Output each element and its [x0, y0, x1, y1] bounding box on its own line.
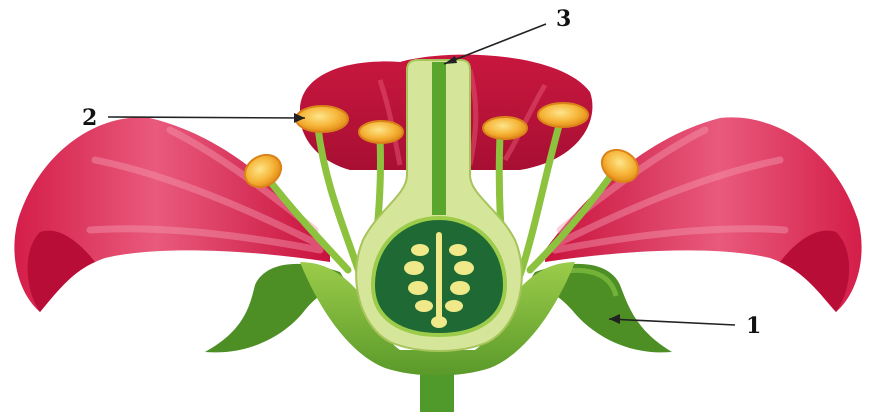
label-1: 1	[746, 313, 761, 339]
style-canal	[432, 62, 446, 215]
label-3: 3	[556, 6, 571, 32]
pointer-line-2	[108, 117, 305, 118]
anther	[538, 103, 588, 127]
anther	[359, 121, 403, 143]
anther	[483, 117, 527, 139]
label-2: 2	[82, 105, 97, 131]
anther	[296, 106, 348, 132]
